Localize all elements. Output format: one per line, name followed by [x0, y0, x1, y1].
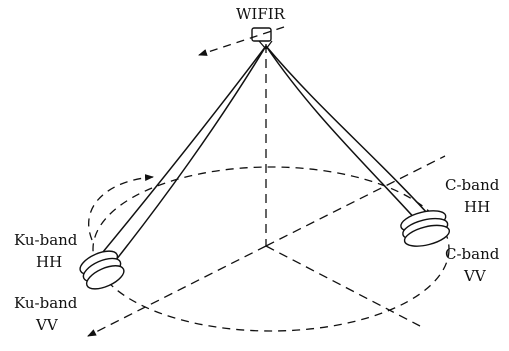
ku-band-vv-label-line2: VV [35, 316, 59, 334]
wifir-instrument-mount [258, 40, 273, 50]
c-band-hh-label-line2: HH [464, 198, 490, 216]
ground-scan-circle [92, 166, 450, 332]
rotation-arrow-left [88, 174, 154, 241]
ku-band-beam-outer [97, 45, 267, 259]
wifir-label: WIFIR [236, 5, 286, 23]
ku-band-beam-inner [107, 45, 267, 271]
c-band-beam-inner [265, 45, 429, 234]
c-band-footprint [400, 210, 451, 247]
wifir-instrument [251, 27, 272, 42]
c-band-beam-outer [265, 45, 439, 226]
ground-axis-upper-right [265, 155, 446, 247]
c-band-vv-label-line1: C-band [445, 245, 500, 263]
ground-axis-lower-right [265, 245, 421, 327]
ku-band-footprint [79, 250, 125, 290]
rotation-arrow-top [198, 26, 285, 56]
c-band-vv-label-line2: VV [463, 267, 487, 285]
ku-band-vv-label-line1: Ku-band [14, 294, 78, 312]
ground-axis-lower-left [87, 245, 267, 337]
ku-band-hh-label-line2: HH [36, 253, 62, 271]
ku-band-hh-label-line1: Ku-band [14, 231, 78, 249]
c-band-hh-label-line1: C-band [445, 176, 500, 194]
